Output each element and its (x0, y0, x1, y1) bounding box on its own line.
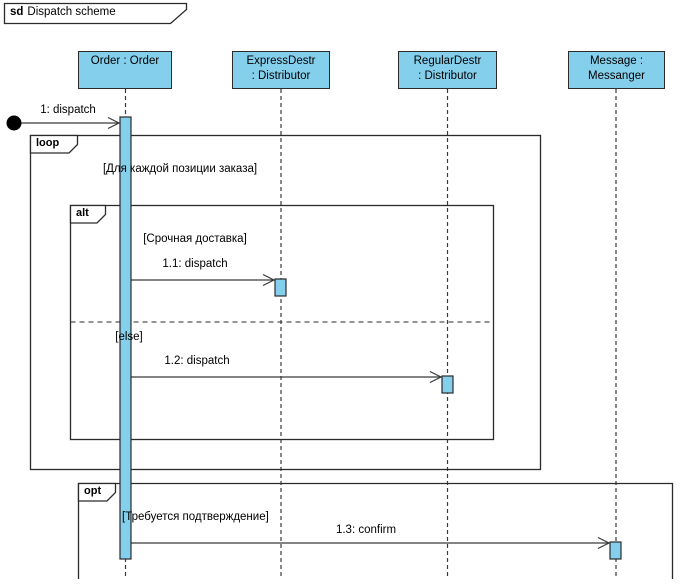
lifeline-head-label: Order : Order (90, 55, 160, 67)
found-message-endpoint[interactable] (6, 115, 22, 131)
opt-guard[interactable]: [Требуется подтверждение] (122, 511, 269, 523)
frame-name-tag-shape[interactable] (3, 2, 188, 25)
frame-title: Dispatch scheme (27, 6, 116, 18)
opt-operator-pentagon (77, 482, 117, 502)
message-1-label[interactable]: 1: dispatch (40, 104, 96, 116)
loop-operator-pentagon (29, 134, 79, 154)
lifeline-head-order[interactable]: Order : Order (78, 51, 172, 89)
message-1-arrowhead (107, 116, 121, 130)
loop-guard[interactable]: [Для каждой позиции заказа] (102, 163, 258, 175)
activation-bar-regulardestr[interactable] (441, 375, 454, 394)
alt-guard-else[interactable]: [else] (115, 331, 143, 343)
lifeline-head-label: Messanger (588, 70, 645, 82)
message-1-1-arrowhead (262, 273, 276, 287)
message-1-3-label[interactable]: 1.3: confirm (335, 524, 397, 536)
loop-operator-label: loop (36, 137, 60, 149)
lifeline-head-message[interactable]: Message : Messanger (568, 51, 665, 89)
loop-fragment-border[interactable] (29, 134, 542, 471)
message-1-3-arrowhead (597, 536, 611, 550)
activation-bar-order[interactable] (119, 116, 132, 560)
lifeline-head-label: Message : (589, 55, 644, 67)
alt-operator-pentagon (69, 204, 107, 224)
activation-bar-expressdestr[interactable] (274, 278, 287, 297)
activation-bar-message[interactable] (609, 541, 622, 560)
opt-fragment-border[interactable] (77, 482, 674, 580)
message-1-2-label[interactable]: 1.2: dispatch (164, 355, 230, 367)
lifeline-head-expressdestr[interactable]: ExpressDestr : Distributor (232, 51, 330, 89)
frame-keyword: sd (10, 6, 24, 18)
alt-guard-1[interactable]: [Срочная доставка] (143, 233, 247, 245)
alt-operator-label: alt (76, 207, 89, 219)
lifeline-head-label: ExpressDestr (246, 55, 316, 67)
opt-operator-label: opt (84, 485, 102, 497)
lifeline-head-regulardestr[interactable]: RegularDestr : Distributor (398, 51, 497, 89)
message-1-1-label[interactable]: 1.1: dispatch (162, 258, 228, 270)
lifeline-head-label: : Distributor (418, 70, 477, 82)
lifeline-head-label: : Distributor (251, 70, 311, 82)
lifeline-head-label: RegularDestr (413, 55, 482, 67)
message-1-2-arrowhead (429, 370, 443, 384)
